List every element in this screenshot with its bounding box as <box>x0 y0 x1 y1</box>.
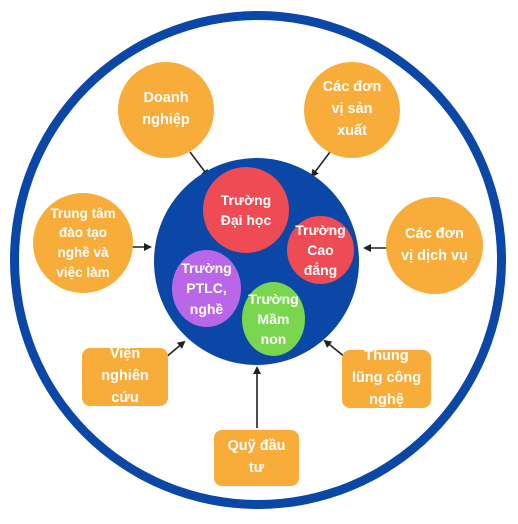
outer-ring <box>10 11 506 509</box>
node-vien-nghien-cuu: Viện nghiên cứu <box>82 346 168 406</box>
node-thung-lung-cong-nghe: Thung lũng công nghệ <box>342 348 431 408</box>
node-don-vi-san-xuat: Các đơn vị sản xuất <box>304 62 400 158</box>
node-quy-dau-tu: Quỹ đầu tư <box>214 430 299 486</box>
node-doanh-nghiep: Doanh nghiệp <box>118 62 214 158</box>
node-truong-dai-hoc: Trường Đại học <box>203 167 289 253</box>
node-truong-mam-non: Trường Mầm non <box>242 282 305 356</box>
node-trung-tam-dao-tao: Trung tâm đào tạo nghề và việc làm <box>33 193 133 293</box>
node-truong-ptlc: Trường PTLC, nghề <box>172 250 241 327</box>
node-don-vi-dich-vu: Các đơn vị dịch vụ <box>386 197 483 294</box>
node-truong-cao-dang: Trường Cao đẳng <box>287 216 354 284</box>
